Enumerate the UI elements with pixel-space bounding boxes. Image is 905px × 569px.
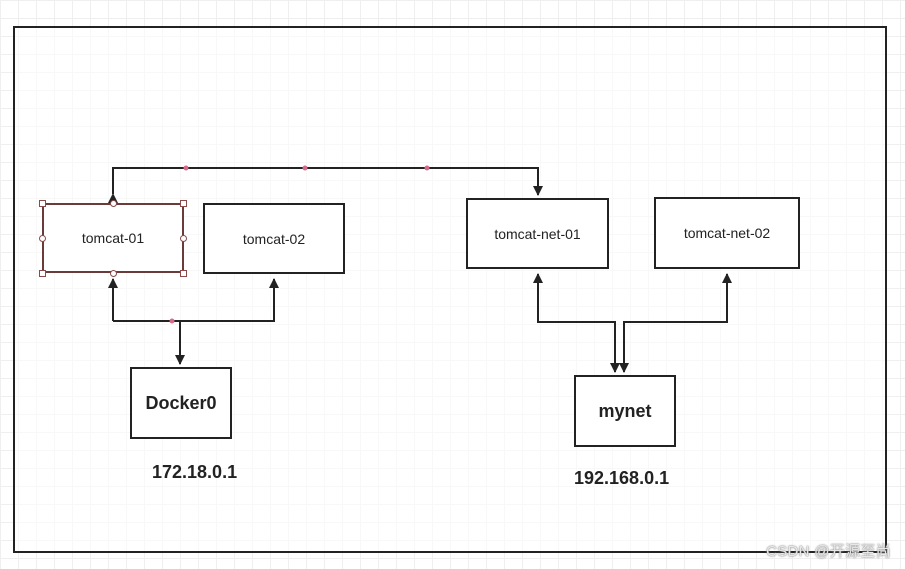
connection-point[interactable] <box>180 235 187 242</box>
connection-point[interactable] <box>110 200 117 207</box>
resize-handle[interactable] <box>180 270 187 277</box>
diagram-frame <box>13 26 887 553</box>
node-label: tomcat-net-01 <box>494 225 581 242</box>
mynet-ip-label: 192.168.0.1 <box>574 468 670 488</box>
node-tomcat-net-02[interactable]: tomcat-net-02 <box>654 197 800 269</box>
connection-point[interactable] <box>110 270 117 277</box>
watermark: CSDN @开源至尚 <box>766 543 891 560</box>
node-mynet[interactable]: mynet <box>574 375 676 447</box>
node-label: tomcat-01 <box>81 230 145 246</box>
node-tomcat-net-01[interactable]: tomcat-net-01 <box>466 198 609 269</box>
node-label: Docker0 <box>145 392 217 413</box>
resize-handle[interactable] <box>39 200 46 207</box>
docker0-ip-label: 172.18.0.1 <box>152 462 238 482</box>
node-label: mynet <box>598 400 652 421</box>
node-label: tomcat-02 <box>242 230 306 247</box>
node-tomcat-02[interactable]: tomcat-02 <box>203 203 345 274</box>
node-docker0[interactable]: Docker0 <box>130 367 232 439</box>
resize-handle[interactable] <box>39 270 46 277</box>
resize-handle[interactable] <box>180 200 187 207</box>
connection-point[interactable] <box>39 235 46 242</box>
node-tomcat-01[interactable]: tomcat-01 <box>42 203 184 273</box>
node-label: tomcat-net-02 <box>683 225 771 241</box>
